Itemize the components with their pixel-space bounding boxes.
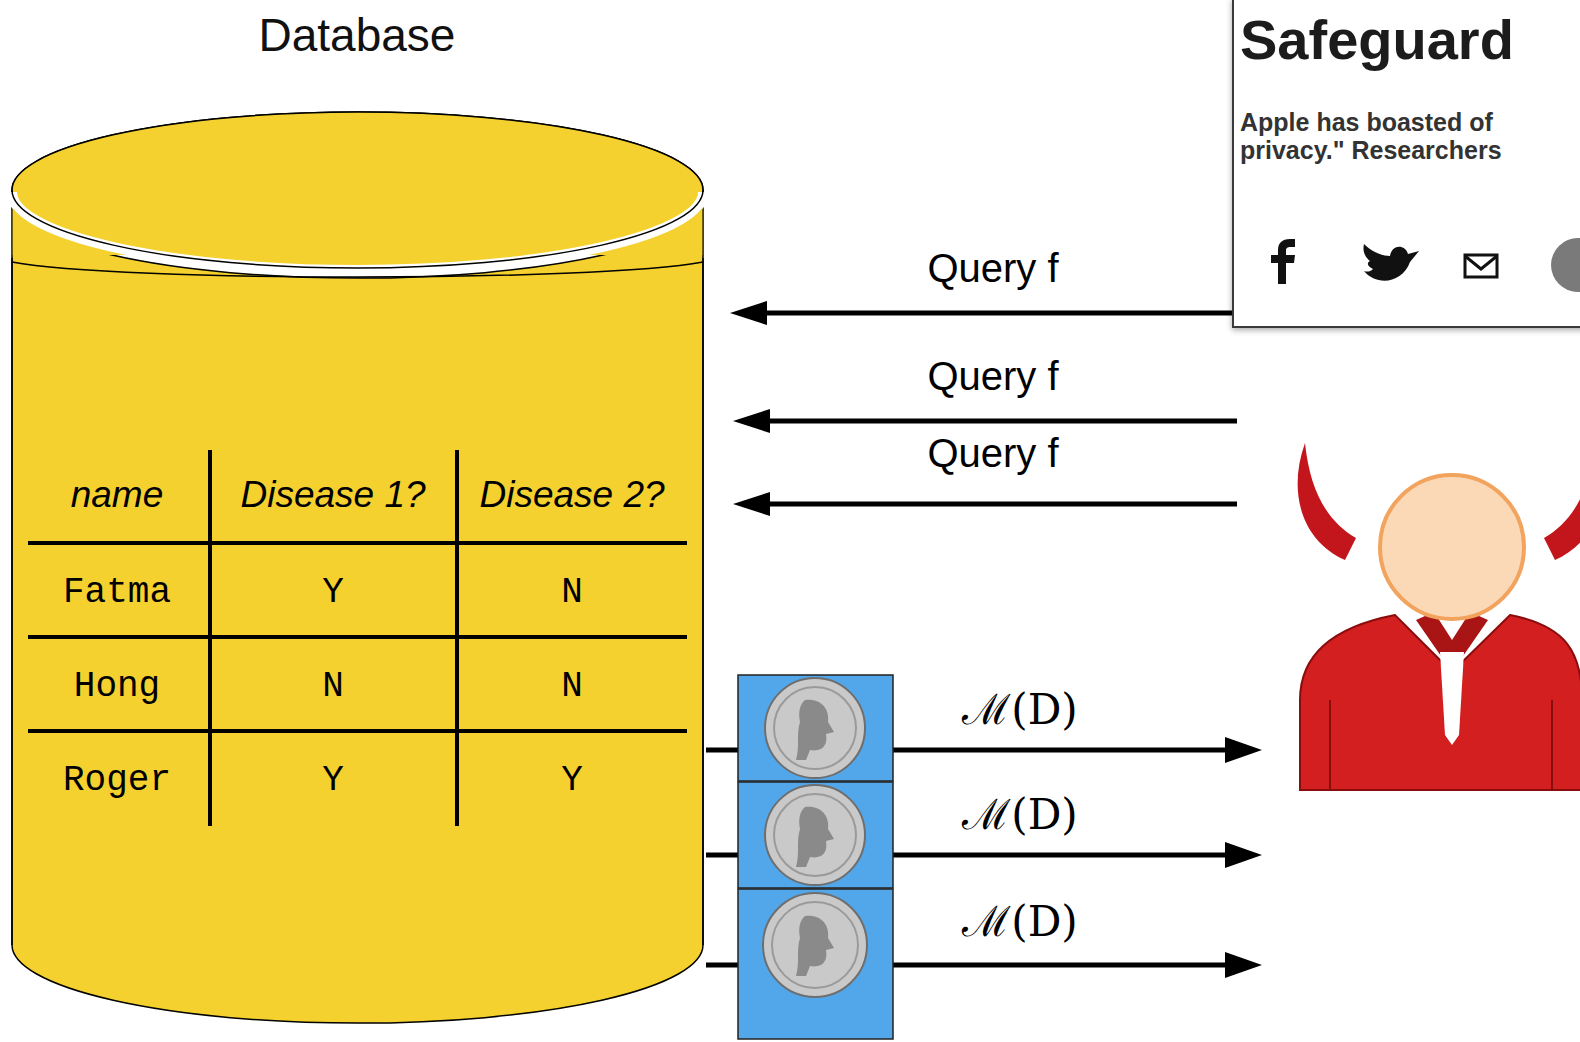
column-header: name [71, 475, 164, 516]
card-summary: Apple has boasted of privacy." Researche… [1240, 108, 1562, 164]
arrow-head [730, 301, 767, 325]
table-cell: Y [322, 761, 344, 801]
coin-tile [738, 889, 893, 1039]
card-headline: Safeguard [1240, 12, 1514, 68]
column-header: Disease 2? [479, 475, 664, 516]
table-cell: N [561, 667, 583, 707]
coin-tile [738, 782, 893, 888]
cylinder-lid-gap [12, 192, 703, 270]
arrow-head [1225, 737, 1262, 763]
coin-profile [796, 700, 834, 760]
arrow-head [1225, 952, 1262, 978]
coin-tile [738, 675, 893, 781]
table-cell: Roger [63, 761, 171, 801]
query-label: Query f [927, 431, 1058, 475]
cylinder-side [702, 258, 704, 945]
coin-profile [796, 916, 834, 976]
arm-line [1551, 700, 1553, 790]
cylinder-lid-edge [12, 190, 703, 268]
horn [1544, 443, 1580, 560]
cylinder-body [12, 200, 703, 1023]
coins [738, 675, 893, 1039]
connector [730, 301, 1232, 325]
table-cell: Hong [74, 667, 160, 707]
coin [765, 785, 865, 885]
table-rule [28, 541, 687, 545]
mechanism-output: ℳ(D) [962, 792, 1077, 838]
head [1380, 475, 1524, 619]
arrow-head [1225, 842, 1262, 868]
twitter-icon [1363, 244, 1419, 281]
mechanism-output: ℳ(D) [962, 687, 1077, 733]
cylinder-outline [8, 4, 730, 1038]
table-cell: N [322, 667, 344, 707]
adversary [1298, 443, 1580, 790]
database-cylinder: Database [8, 4, 730, 1038]
query-arrow [765, 502, 1237, 507]
table-cell: Y [561, 761, 583, 801]
arm-line [1329, 700, 1331, 790]
database-title: Database [8, 10, 706, 61]
table-cell: Y [322, 573, 344, 613]
coin [765, 678, 865, 778]
more-icon [1551, 238, 1580, 292]
cylinder-body-edge [12, 262, 703, 277]
table-rule [28, 635, 687, 639]
arrow-head [733, 409, 770, 433]
cylinder-side [11, 258, 13, 945]
coin-rim [772, 902, 858, 988]
query-arrow [765, 419, 1237, 424]
connector-line [763, 311, 1232, 316]
arrow-head [733, 492, 770, 516]
coin-profile [796, 807, 834, 867]
facebook-icon [1271, 239, 1295, 284]
table-rule [28, 729, 687, 733]
news-card: SafeguardApple has boasted of privacy." … [1232, 0, 1580, 328]
coin [763, 893, 867, 997]
share-icons [1271, 238, 1580, 292]
coin-rim [774, 794, 856, 876]
mail-icon [1465, 255, 1497, 277]
table-cell: N [561, 573, 583, 613]
coin-rim [774, 687, 856, 769]
horn [1298, 443, 1356, 560]
table-cell: Fatma [63, 573, 171, 613]
mechanism-output: ℳ(D) [962, 899, 1077, 945]
query-label: Query f [927, 246, 1058, 290]
query-arrows [733, 409, 1237, 516]
tie [1440, 652, 1464, 745]
column-header: Disease 1? [240, 475, 425, 516]
query-label: Query f [927, 354, 1058, 398]
